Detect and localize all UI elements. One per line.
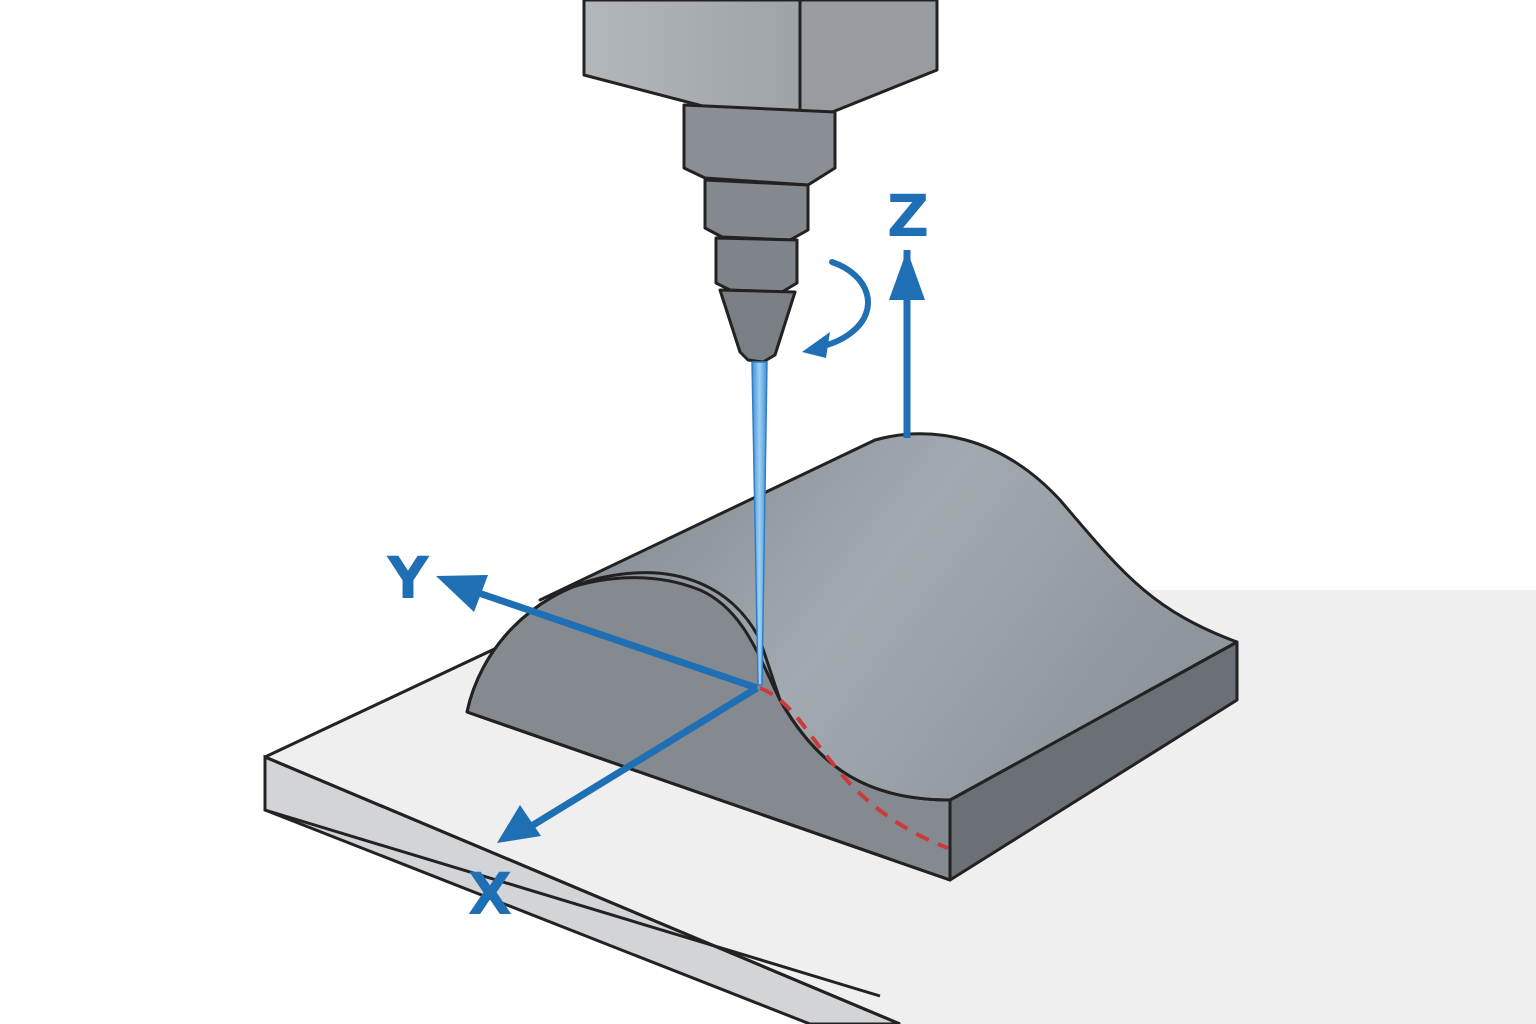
x-axis-arrowhead [497, 805, 541, 843]
nozzle-icon [718, 288, 797, 364]
water-jet [751, 361, 768, 686]
x-axis-label: X [468, 860, 513, 928]
base-plate-edge [264, 755, 901, 1024]
z-axis-arrowhead [889, 250, 925, 300]
toolpath-line [759, 686, 949, 850]
spindle-head [582, 0, 939, 364]
x-axis-arrow [523, 685, 759, 833]
z-axis-label: Z [887, 182, 929, 250]
workpiece [465, 432, 1239, 882]
coordinate-axes: Z Y X [386, 182, 929, 928]
spindle-collar-3 [714, 236, 799, 294]
spindle-collar-1 [682, 103, 837, 187]
y-axis-arrowhead [436, 575, 488, 612]
spindle-collar-2 [703, 178, 810, 242]
spindle-body-side [798, 0, 939, 127]
y-axis-arrow [468, 586, 759, 692]
base-plate-seam [264, 808, 881, 998]
y-axis-label: Y [386, 544, 430, 612]
rotation-arrow-icon [802, 259, 871, 358]
